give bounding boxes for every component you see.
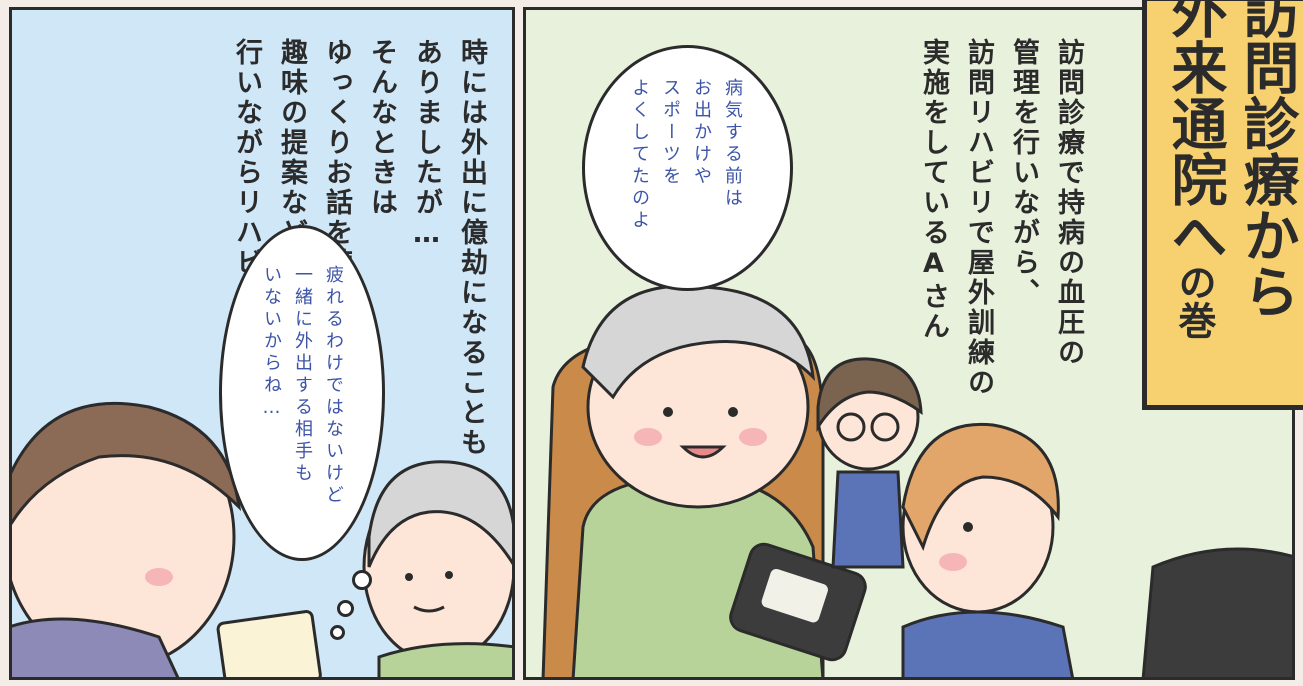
bubble-dot <box>352 570 372 590</box>
speech-text-right: 病気する前は お出かけや スポーツを よくしてたのよ <box>624 78 748 232</box>
narration-line: 管理を行いながら、 <box>1008 38 1039 308</box>
episode-title-box: 訪問診療から 外来通院への巻 <box>1142 0 1303 410</box>
bubble-dot <box>330 625 345 640</box>
narration-line: 実施をしているAさん <box>918 38 949 342</box>
title-text: 外来通院へ <box>1162 0 1227 263</box>
patient-illustration-right <box>541 284 1292 677</box>
speech-line: 病気する前は <box>722 78 743 210</box>
narration-line: そんなときは <box>366 38 397 218</box>
title-line-2: 外来通院への巻 <box>1161 0 1227 339</box>
narration-line: 時には外出に億劫になることも <box>456 38 487 458</box>
speech-line: いないからね… <box>261 265 282 422</box>
title-text: 訪問診療から <box>1234 0 1299 319</box>
narration-right: 訪問診療で持病の血圧の 管理を行いながら、 訪問リハビリで屋外訓練の 実施をして… <box>911 38 1091 398</box>
speech-bubble-left <box>219 225 385 561</box>
speech-line: お出かけや <box>691 78 712 188</box>
title-suffix: の巻 <box>1172 263 1216 339</box>
title-line-1: 訪問診療から <box>1233 0 1299 319</box>
panel-left: 時には外出に億劫になることも ありましたが… そんなときは ゆっくりお話を聴いた… <box>9 7 515 680</box>
patient-illustration-left <box>12 401 512 677</box>
bubble-dot <box>337 600 354 617</box>
narration-line: 訪問診療で持病の血圧の <box>1053 38 1084 368</box>
speech-line: 疲れるわけではないけど <box>323 265 344 507</box>
speech-line: スポーツを <box>660 78 681 188</box>
narration-line: 訪問リハビリで屋外訓練の <box>963 38 994 398</box>
narration-line: ありましたが… <box>411 38 442 252</box>
speech-bubble-right <box>582 45 793 291</box>
speech-line: よくしてたのよ <box>629 78 650 232</box>
speech-line: 一緒に外出する相手も <box>292 265 313 485</box>
speech-text-left: 疲れるわけではないけど 一緒に外出する相手も いないからね… <box>256 265 349 507</box>
